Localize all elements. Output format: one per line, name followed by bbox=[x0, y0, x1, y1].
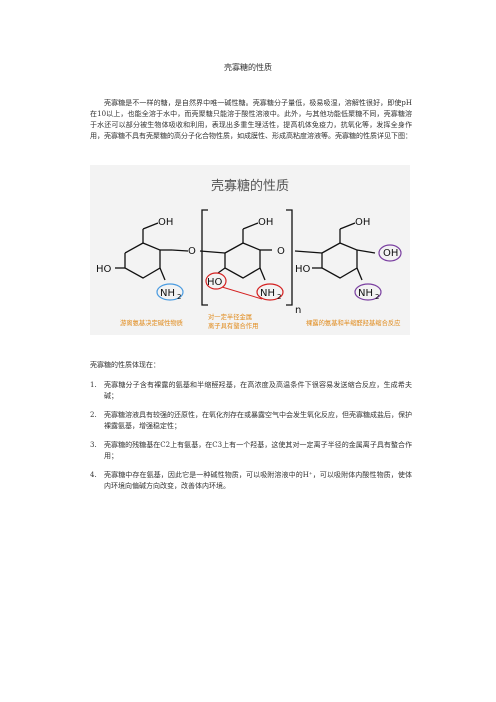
properties-list: 1. 壳寡糖分子含有裸露的氨基和半缩醛羟基，在高浓度及高温条件下很容易发送缩合反… bbox=[90, 380, 412, 500]
list-item: 2. 壳寡糖溶液具有较强的还原性，在氧化剂存在或暴露空气中会发生氧化反应，但壳寡… bbox=[90, 410, 412, 432]
nh2-sub-3: 2 bbox=[375, 293, 379, 301]
caption-chelation-1: 对一定半径金属 bbox=[208, 312, 252, 321]
ho-label-2: HO bbox=[207, 277, 223, 288]
oh-label-2: OH bbox=[258, 217, 273, 228]
list-item: 1. 壳寡糖分子含有裸露的氨基和半缩醛羟基，在高浓度及高温条件下很容易发送缩合反… bbox=[90, 380, 412, 402]
list-item-number: 2. bbox=[90, 411, 97, 419]
figure-title: 壳寡糖的性质 bbox=[210, 179, 289, 194]
chitosan-structure-diagram: OH OH OH HO HO HO O O OH NH 2 NH 2 NH 2 … bbox=[96, 209, 402, 330]
hydroxyl-highlight-red bbox=[205, 272, 227, 290]
intro-paragraph: 壳寡糖是不一样的糖，是自然界中唯一碱性糖。壳寡糖分子量低，极易吸湿，溶解性很好，… bbox=[90, 99, 412, 140]
page-title: 壳寡糖的性质 bbox=[224, 63, 272, 72]
list-item-text: 壳寡糖分子含有裸露的氨基和半缩醛羟基，在高浓度及高温条件下很容易发送缩合反应，生… bbox=[104, 381, 412, 400]
caption-basic-amino: 游离氨基决定碱性物质 bbox=[120, 318, 183, 327]
caption-chelation-2: 离子具有螯合作用 bbox=[208, 321, 258, 330]
oh-anomeric-label: OH bbox=[383, 248, 398, 259]
properties-subheading: 壳寡糖的性质体现在： bbox=[90, 361, 160, 369]
list-item-text: 壳寡糖中存在氨基，因此它是一种碱性物质，可以吸附溶液中的H⁺，可以吸附体内酸性物… bbox=[104, 471, 412, 490]
o-link-label-2: O bbox=[277, 246, 285, 257]
amino-highlight-blue bbox=[156, 283, 184, 301]
chelation-link-line bbox=[221, 286, 263, 300]
nh2-label-1: NH bbox=[160, 288, 175, 299]
amino-highlight-purple bbox=[354, 283, 382, 301]
list-item-number: 3. bbox=[90, 441, 97, 449]
list-item-text: 壳寡糖溶液具有较强的还原性，在氧化剂存在或暴露空气中会发生氧化反应，但壳寡糖成盐… bbox=[104, 411, 412, 430]
amino-highlight-red bbox=[256, 283, 284, 301]
nh2-label-3: NH bbox=[358, 288, 373, 299]
caption-condensation: 裸露的氨基和半缩醛羟基缩合反应 bbox=[306, 318, 401, 327]
list-item: 4. 壳寡糖中存在氨基，因此它是一种碱性物质，可以吸附溶液中的H⁺，可以吸附体内… bbox=[90, 470, 412, 492]
nh2-sub-1: 2 bbox=[177, 293, 181, 301]
list-item-text: 壳寡糖的残糖基在C2上有氨基，在C3上有一个羟基，这使其对一定离子半径的金属离子… bbox=[104, 441, 412, 460]
ho-label-1: HO bbox=[96, 264, 112, 275]
o-link-label-1: O bbox=[188, 246, 196, 257]
ho-label-3: HO bbox=[295, 264, 311, 275]
nh2-sub-2: 2 bbox=[277, 293, 281, 301]
nh2-label-2: NH bbox=[260, 288, 275, 299]
list-item-number: 4. bbox=[90, 471, 97, 479]
list-item: 3. 壳寡糖的残糖基在C2上有氨基，在C3上有一个羟基，这使其对一定离子半径的金… bbox=[90, 440, 412, 462]
oh-label-3: OH bbox=[355, 217, 370, 228]
repeat-n-label: n bbox=[295, 305, 301, 316]
chitosan-figure: 壳寡糖的性质 bbox=[90, 165, 410, 335]
hydroxyl-highlight-purple bbox=[378, 244, 402, 262]
list-item-number: 1. bbox=[90, 381, 97, 389]
oh-label-1: OH bbox=[158, 217, 173, 228]
